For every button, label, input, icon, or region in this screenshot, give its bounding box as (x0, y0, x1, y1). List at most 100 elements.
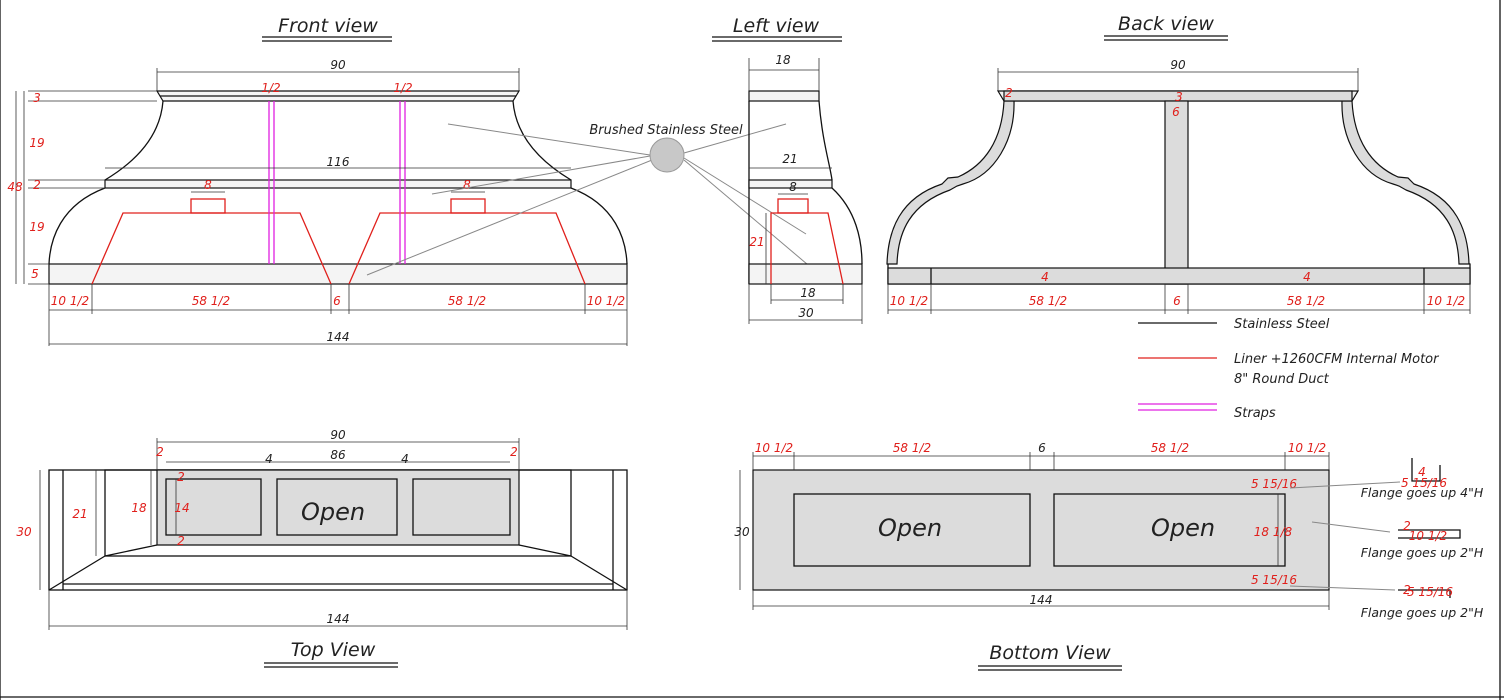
left-dim-21-height: 21 (749, 235, 764, 249)
top-open-label: Open (301, 498, 365, 526)
front-dim-2: 2 (33, 178, 41, 192)
bottom-view: Open Open 10 1/2 58 1/2 6 58 1/2 10 1/2 … (734, 441, 1484, 620)
bottom-opening-left (793, 493, 1031, 567)
back-dim-6: 6 (1172, 105, 1180, 119)
front-dim-seg-b: 58 1/2 (448, 294, 486, 308)
bottom-dim-seg-a: 58 1/2 (893, 441, 931, 455)
legend-duct-label: 8" Round Duct (1234, 372, 1330, 387)
top-view: Open 90 86 2 2 4 4 30 21 18 14 2 2 144 (16, 428, 628, 630)
front-dim-48: 48 (7, 180, 23, 194)
front-duct-right (450, 198, 486, 214)
top-dim-14: 14 (174, 501, 189, 515)
left-top-cap (748, 90, 820, 102)
flange-detail-4h (1411, 458, 1441, 482)
flange-note-4h: Flange goes up 4"H (1361, 485, 1484, 500)
left-view-title: Left view (733, 15, 820, 37)
back-dim-90: 90 (1170, 58, 1186, 72)
top-dim-2-left: 2 (156, 445, 164, 459)
left-duct (777, 198, 809, 214)
bottom-open-left-label: Open (878, 514, 942, 542)
front-dim-90: 90 (330, 58, 346, 72)
front-dim-seg-mid: 6 (333, 294, 341, 308)
bottom-dim-30: 30 (734, 525, 750, 539)
back-dim-seg-edge-left: 10 1/2 (890, 294, 928, 308)
front-dim-duct-right: 8 (463, 178, 471, 192)
flange-dim-2-a: 2 (1403, 519, 1411, 533)
back-dim-4a: 4 (1041, 270, 1049, 284)
back-dim-seg-mid: 6 (1173, 294, 1181, 308)
top-dim-4a: 4 (265, 452, 273, 466)
back-dim-2: 2 (1005, 86, 1013, 100)
front-view: 90 116 1/2 1/2 8 8 3 19 48 2 19 5 10 1/2… (7, 58, 628, 346)
material-callout: Brushed Stainless Steel (366, 123, 815, 276)
back-dim-seg-b: 58 1/2 (1287, 294, 1325, 308)
top-dim-2-right: 2 (510, 445, 518, 459)
legend-liner-label: Liner +1260CFM Internal Motor (1234, 352, 1440, 367)
brushed-steel-swatch (649, 137, 685, 173)
left-dim-18-inner: 18 (800, 286, 816, 300)
left-dim-18-top: 18 (775, 53, 791, 67)
bottom-dim-15-16-top: 5 15/16 (1251, 477, 1297, 491)
front-dim-19a: 19 (29, 136, 44, 150)
back-dim-3: 3 (1175, 90, 1183, 104)
top-dim-21: 21 (72, 507, 87, 521)
bottom-dim-18-1-8: 18 1/8 (1254, 525, 1293, 539)
legend-straps-label: Straps (1234, 406, 1276, 421)
material-label: Brushed Stainless Steel (589, 123, 743, 138)
bottom-dim-15-16-bottom: 5 15/16 (1251, 573, 1297, 587)
back-shell-left (886, 100, 1015, 265)
bottom-dim-144: 144 (1030, 593, 1053, 607)
front-mid-band (104, 179, 572, 189)
front-dim-seg-a: 58 1/2 (192, 294, 230, 308)
flange-dim-2-b: 2 (1403, 583, 1411, 597)
front-dim-seg-edge-left: 10 1/2 (51, 294, 89, 308)
flange-dim-4: 4 (1418, 465, 1426, 479)
left-dim-8: 8 (789, 180, 797, 194)
top-view-title: Top View (291, 639, 376, 661)
legend: Stainless Steel Liner +1260CFM Internal … (1138, 317, 1440, 421)
flange-dim-15-16-b: 5 15/16 (1407, 585, 1453, 599)
legend-stainless-label: Stainless Steel (1234, 317, 1330, 332)
back-dim-seg-a: 58 1/2 (1029, 294, 1067, 308)
front-dim-3: 3 (33, 91, 41, 105)
top-dim-18: 18 (131, 501, 147, 515)
bottom-dim-seg-mid: 6 (1038, 441, 1046, 455)
bottom-frame (752, 469, 1330, 591)
flange-detail-2h-bottom (1398, 589, 1451, 598)
back-center-post (1164, 100, 1189, 285)
front-dim-5: 5 (31, 267, 39, 281)
bottom-opening-right (1053, 493, 1286, 567)
flange-note-2h-mid: Flange goes up 2"H (1361, 545, 1484, 560)
back-shell-right (1341, 100, 1470, 265)
left-bottom-band (748, 263, 863, 285)
flange-note-2h-bottom: Flange goes up 2"H (1361, 605, 1484, 620)
front-dim-strap-right: 1/2 (393, 81, 412, 95)
bottom-dim-seg-edge-left: 10 1/2 (755, 441, 793, 455)
left-mid-band (748, 179, 833, 189)
flange-dim-10-1-2: 10 1/2 (1409, 529, 1447, 543)
flange-detail-2h-mid (1398, 529, 1461, 539)
bottom-view-title: Bottom View (989, 642, 1111, 664)
left-dim-30: 30 (798, 306, 814, 320)
top-dim-2-bottom: 2 (177, 534, 185, 548)
front-view-title: Front view (278, 15, 378, 37)
left-dim-21: 21 (782, 152, 797, 166)
top-dim-30: 30 (16, 525, 32, 539)
flange-dim-15-16-a: 5 15/16 (1401, 476, 1447, 490)
top-dim-86: 86 (330, 448, 346, 462)
back-dim-4b: 4 (1303, 270, 1311, 284)
top-dim-4b: 4 (401, 452, 409, 466)
back-dim-seg-edge-right: 10 1/2 (1427, 294, 1465, 308)
top-dim-2-top: 2 (177, 470, 185, 484)
back-view: 90 2 3 6 4 4 10 1/2 58 1/2 6 58 1/2 10 1… (886, 58, 1471, 314)
front-dim-seg-edge-right: 10 1/2 (587, 294, 625, 308)
top-dim-90: 90 (330, 428, 346, 442)
front-dim-144: 144 (327, 330, 350, 344)
front-dim-duct-left: 8 (204, 178, 212, 192)
back-view-title: Back view (1118, 13, 1214, 35)
front-bottom-band (48, 263, 628, 285)
front-dim-116: 116 (327, 155, 350, 169)
front-duct-left (190, 198, 226, 214)
view-titles: Front view Left view Back view Top View … (262, 13, 1228, 671)
